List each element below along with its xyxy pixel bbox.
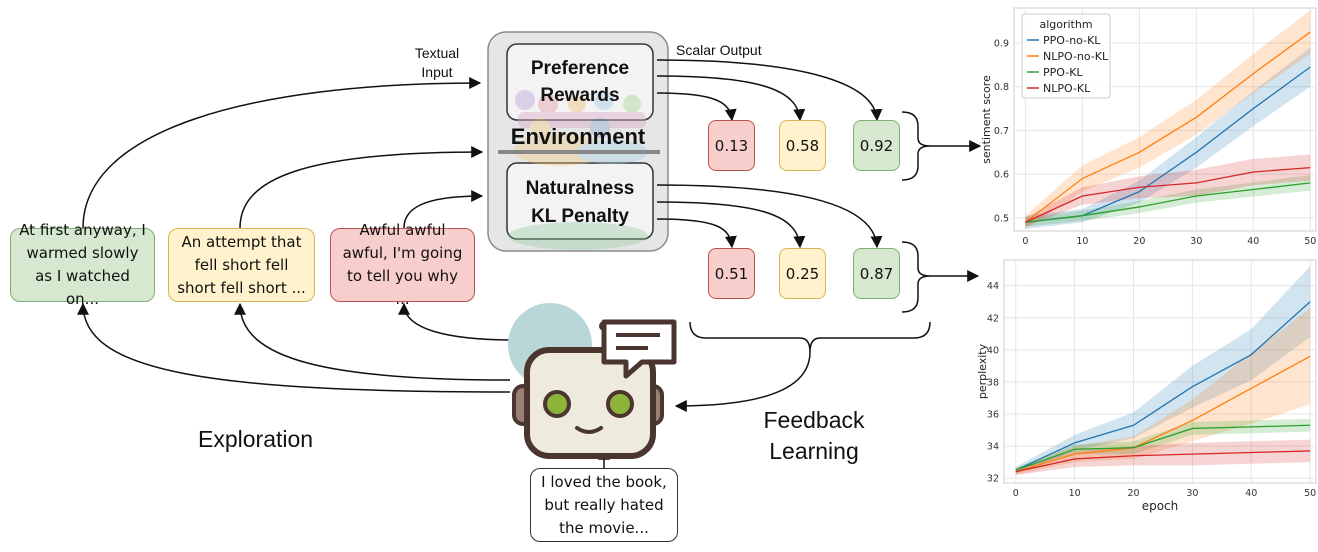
legend-item-ppo-kl: PPO-KL	[1043, 66, 1083, 79]
y-tick-label: 34	[987, 442, 999, 453]
perplexity-chart: 32 34 36 38 40 42 44 0 10 20 30 40 50 perplexity epoch	[978, 259, 1317, 513]
naturalness-score-yellow: 0.25	[779, 248, 826, 299]
crowd-illustration	[515, 90, 646, 138]
line-nlpo-no-kl	[1025, 31, 1311, 223]
preference-score-yellow: 0.58	[779, 120, 826, 171]
scalar-output-label: Scalar Output	[676, 42, 762, 58]
x-tick-label: 40	[1247, 236, 1259, 247]
line-ppo-no-kl	[1015, 301, 1311, 471]
x-tick-label: 30	[1186, 488, 1198, 499]
y-axis-label: perplexity	[978, 343, 989, 399]
x-tick-label: 10	[1069, 488, 1081, 499]
x-tick-label: 30	[1190, 236, 1202, 247]
preference-score-red: 0.13	[708, 120, 755, 171]
y-tick-label: 32	[987, 474, 999, 485]
line-nlpo-kl	[1015, 450, 1311, 473]
x-tick-label: 50	[1304, 236, 1316, 247]
legend-item-nlpo-kl: NLPO-KL	[1043, 82, 1091, 95]
y-tick-label: 36	[987, 410, 999, 421]
band-nlpo-kl	[1015, 439, 1311, 475]
speech-bubble-icon	[601, 319, 677, 379]
band-ppo-kl	[1015, 418, 1311, 473]
legend-item-nlpo-no-kl: NLPO-no-KL	[1043, 50, 1109, 63]
feedback-learning-label: Feedback Learning	[763, 407, 865, 464]
x-tick-label: 0	[1022, 236, 1028, 247]
x-tick-label: 20	[1127, 488, 1139, 499]
x-tick-label: 50	[1304, 488, 1316, 499]
preference-rewards-panel	[506, 43, 654, 121]
robot-icon	[508, 303, 664, 459]
band-nlpo-kl	[1025, 154, 1311, 227]
preference-rewards-label: Preference Rewards	[530, 58, 630, 106]
y-tick-label: 0.9	[994, 38, 1009, 49]
naturalness-score-red: 0.51	[708, 248, 755, 299]
brace-naturalness	[901, 241, 931, 313]
y-tick-label: 38	[987, 377, 999, 388]
sample-text-yellow: An attempt that fell short fell short fe…	[168, 228, 315, 302]
x-tick-label: 0	[1013, 488, 1019, 499]
environment-label: Environment	[510, 124, 646, 149]
band-ppo-no-kl	[1015, 266, 1311, 474]
naturalness-label: Naturalness KL Penalty	[525, 178, 635, 227]
x-tick-label: 20	[1133, 236, 1145, 247]
brace-preference	[901, 111, 931, 181]
prompt-text: I loved the book, but really hated the m…	[530, 468, 678, 542]
preference-score-green: 0.92	[853, 120, 900, 171]
naturalness-score-green: 0.87	[853, 248, 900, 299]
x-axis-label: epoch	[1142, 499, 1179, 513]
band-nlpo-no-kl	[1015, 308, 1311, 475]
sample-text-green: At first anyway, I warmed slowly as I wa…	[10, 221, 155, 308]
x-tick-label: 10	[1076, 236, 1088, 247]
brace-feedback	[689, 321, 931, 353]
line-ppo-kl	[1025, 182, 1311, 223]
y-tick-label: 44	[987, 281, 999, 292]
x-tick-label: 40	[1245, 488, 1257, 499]
legend-box	[1021, 13, 1111, 99]
naturalness-panel	[506, 162, 654, 240]
y-tick-label: 0.8	[994, 82, 1009, 93]
y-tick-label: 0.5	[994, 213, 1009, 224]
line-ppo-kl	[1015, 424, 1311, 471]
sentiment-score-chart: 0.5 0.6 0.7 0.8 0.9 0 10 20 30 40 50 sentiment scor…	[980, 7, 1317, 247]
y-tick-label: 0.6	[994, 170, 1009, 181]
y-tick-label: 40	[987, 345, 999, 356]
exploration-label: Exploration	[198, 426, 314, 452]
textual-input-label: Textual Input	[414, 45, 460, 80]
band-nlpo-no-kl	[1025, 10, 1311, 229]
legend-title: algorithm	[1039, 18, 1092, 31]
line-nlpo-kl	[1025, 166, 1311, 223]
line-nlpo-no-kl	[1015, 355, 1311, 473]
y-tick-label: 0.7	[994, 126, 1009, 137]
sample-text-red: Awful awful awful, I'm going to tell you…	[330, 221, 475, 308]
legend-item-ppo-no-kl: PPO-no-KL	[1043, 34, 1101, 47]
y-tick-label: 42	[987, 313, 999, 324]
y-axis-label: sentiment score	[980, 75, 993, 164]
